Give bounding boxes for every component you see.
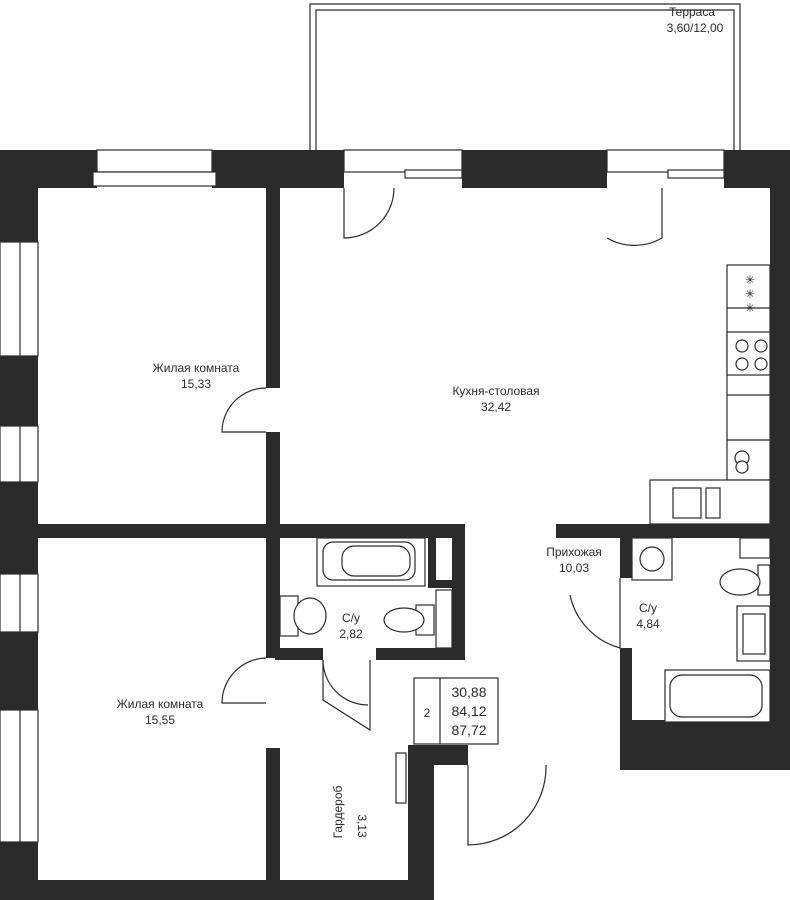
wardrobe-area: 3,13 [355, 814, 369, 838]
living-room-1-name: Жилая комната [153, 361, 240, 375]
rooms-count: 2 [424, 706, 431, 720]
terrace-name: Терраса [669, 5, 715, 19]
area-summary-box: 2 30,88 84,12 87,72 [413, 677, 499, 745]
exterior-walls [0, 150, 790, 900]
bathroom-1-name: С/у [342, 611, 360, 625]
svg-text:✳: ✳ [745, 273, 755, 287]
hallway-name: Прихожая [546, 545, 602, 559]
terrace [309, 3, 741, 150]
kitchen-name: Кухня-столовая [452, 384, 539, 398]
left-windows [0, 241, 39, 843]
terrace-area: 3,60/12,00 [667, 21, 724, 35]
living-room-2-area: 15,55 [145, 713, 175, 727]
kitchen-area: 32,42 [481, 400, 511, 414]
bathroom-2-name: С/у [639, 601, 657, 615]
total-area: 84,12 [451, 703, 486, 719]
svg-text:✳: ✳ [745, 301, 755, 315]
hallway-area: 10,03 [559, 561, 589, 575]
room-labels: Терраса 3,60/12,00 Жилая комната 15,33 К… [117, 5, 724, 838]
bathroom-2-fixtures [631, 537, 771, 723]
svg-text:✳: ✳ [745, 287, 755, 301]
top-windows [92, 149, 725, 187]
kitchen-fixtures: ✳ ✳ ✳ [649, 264, 771, 525]
living-area: 30,88 [451, 684, 486, 700]
bathroom-1-fixtures [279, 537, 453, 649]
bathroom-1-area: 2,82 [339, 627, 363, 641]
doors [221, 187, 663, 846]
living-room-2-name: Жилая комната [117, 697, 204, 711]
bathroom-2-area: 4,84 [636, 617, 660, 631]
interior-walls [0, 188, 770, 900]
living-room-1-area: 15,33 [181, 377, 211, 391]
wardrobe-name: Гардероб [331, 785, 345, 838]
total-with-terrace: 87,72 [451, 722, 486, 738]
